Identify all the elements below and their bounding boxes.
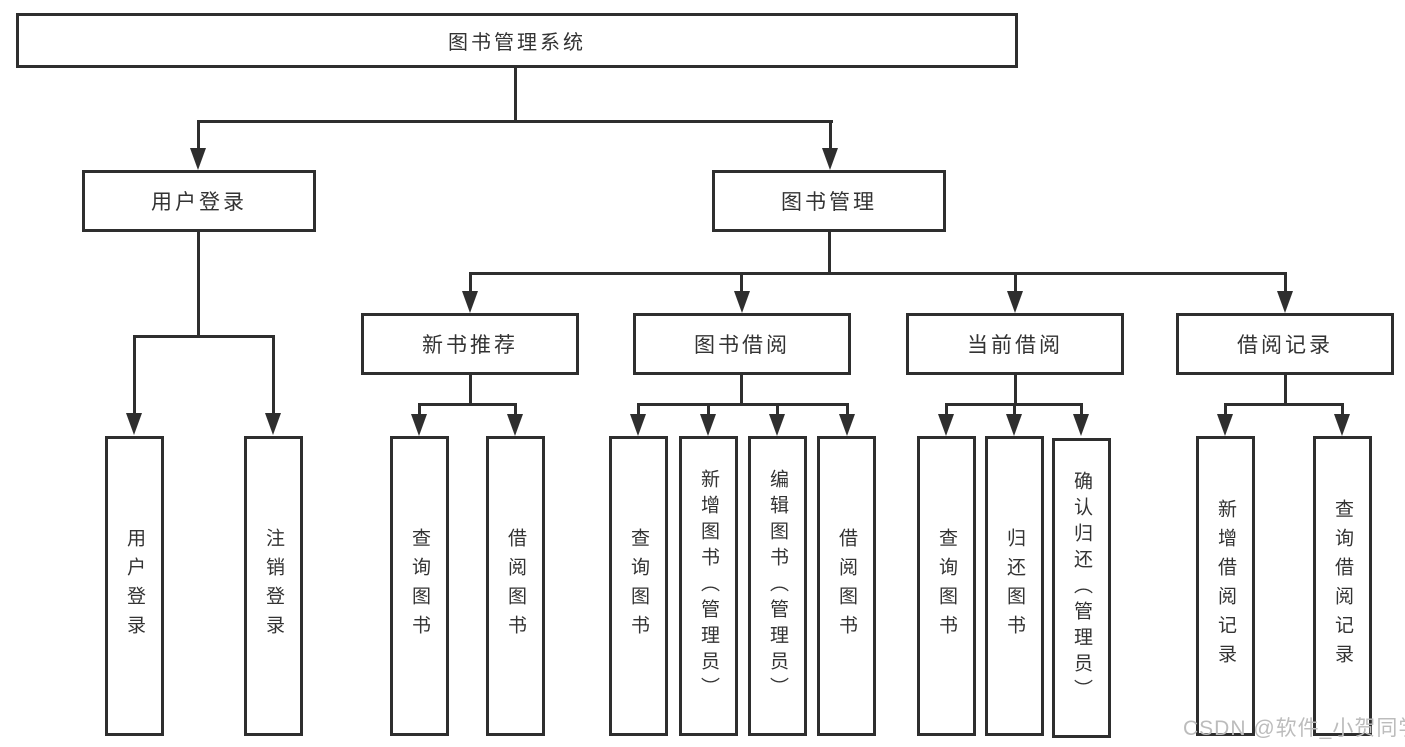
connector-line [197, 232, 200, 335]
leaf-confirm-return-admin: 确认归还（管理员） [1052, 438, 1111, 738]
connector-line [846, 403, 849, 415]
arrow-down-icon [462, 291, 478, 313]
connector-line [707, 403, 710, 415]
leaf-edit-book-admin: 编辑图书（管理员） [748, 436, 807, 736]
connector-line [945, 403, 948, 415]
arrow-down-icon [265, 413, 281, 435]
connector-line [197, 120, 833, 123]
connector-line [1284, 375, 1287, 403]
connector-line [1284, 272, 1287, 292]
leaf-borrow-books-b: 借阅图书 [817, 436, 876, 736]
arrow-down-icon [734, 291, 750, 313]
arrow-down-icon [938, 414, 954, 436]
connector-line [469, 272, 1287, 275]
connector-line [1224, 403, 1344, 406]
arrow-down-icon [839, 414, 855, 436]
arrow-down-icon [190, 148, 206, 170]
node-user-login: 用户登录 [82, 170, 316, 232]
leaf-borrow-books-a: 借阅图书 [486, 436, 545, 736]
arrow-down-icon [700, 414, 716, 436]
leaf-query-books-a: 查询图书 [390, 436, 449, 736]
leaf-add-book-admin: 新增图书（管理员） [679, 436, 738, 736]
connector-line [133, 335, 275, 338]
connector-line [740, 272, 743, 292]
leaf-query-borrow-record: 查询借阅记录 [1313, 436, 1372, 736]
arrow-down-icon [1277, 291, 1293, 313]
arrow-down-icon [630, 414, 646, 436]
leaf-return-books: 归还图书 [985, 436, 1044, 736]
node-library-system: 图书管理系统 [16, 13, 1018, 68]
arrow-down-icon [1073, 414, 1089, 436]
connector-line [1224, 403, 1227, 415]
arrow-down-icon [822, 148, 838, 170]
arrow-down-icon [1334, 414, 1350, 436]
connector-line [418, 403, 421, 415]
connector-line [1080, 403, 1083, 415]
arrow-down-icon [769, 414, 785, 436]
connector-line [469, 272, 472, 292]
leaf-logout: 注销登录 [244, 436, 303, 736]
leaf-user-login: 用户登录 [105, 436, 164, 736]
connector-line [828, 232, 831, 272]
arrow-down-icon [1217, 414, 1233, 436]
node-new-book-recommend: 新书推荐 [361, 313, 579, 375]
leaf-query-books-b: 查询图书 [609, 436, 668, 736]
arrow-down-icon [126, 413, 142, 435]
connector-line [1014, 375, 1017, 403]
connector-line [133, 335, 136, 413]
connector-line [829, 120, 832, 148]
connector-line [197, 120, 200, 148]
leaf-query-books-c: 查询图书 [917, 436, 976, 736]
node-current-borrow: 当前借阅 [906, 313, 1124, 375]
leaf-add-borrow-record: 新增借阅记录 [1196, 436, 1255, 736]
connector-line [469, 375, 472, 403]
connector-line [514, 68, 517, 120]
connector-line [514, 403, 517, 415]
connector-line [1013, 403, 1016, 415]
watermark: CSDN @软件_小贺同学 [1183, 717, 1405, 740]
arrow-down-icon [507, 414, 523, 436]
arrow-down-icon [1007, 291, 1023, 313]
arrow-down-icon [411, 414, 427, 436]
node-borrow-record: 借阅记录 [1176, 313, 1394, 375]
connector-line [776, 403, 779, 415]
connector-line [1014, 272, 1017, 292]
node-book-management: 图书管理 [712, 170, 946, 232]
connector-line [637, 403, 849, 406]
connector-line [272, 335, 275, 413]
connector-line [740, 375, 743, 403]
connector-line [1341, 403, 1344, 415]
node-book-borrow: 图书借阅 [633, 313, 851, 375]
arrow-down-icon [1006, 414, 1022, 436]
connector-line [418, 403, 517, 406]
connector-line [637, 403, 640, 415]
